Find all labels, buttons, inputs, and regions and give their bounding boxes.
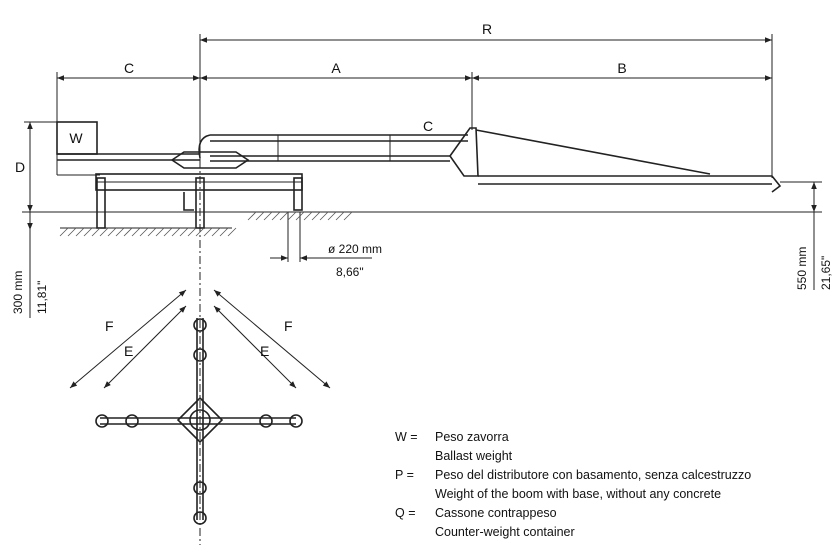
outrigger-pad [125,414,139,428]
hatch-stroke [255,211,265,221]
outrigger-pad [289,414,303,428]
legend-it-w: Peso zavorra [435,430,509,444]
hatch-left [59,227,237,237]
plan-view [69,289,331,520]
hatch-right [247,211,353,221]
boom-c-label: C [423,118,433,134]
hatch-stroke [59,227,69,237]
diameter-in: 8,66" [336,265,364,279]
plan-f-left: F [105,318,114,334]
dim-d-label: D [15,159,25,175]
hatch-stroke [247,211,257,221]
dim-a-label: A [331,60,341,76]
hatch-stroke [311,211,321,221]
outrigger-pad [193,511,207,525]
right-height-mm: 550 mm [795,247,809,290]
hatch-stroke [83,227,93,237]
plan-f-right: F [284,318,293,334]
hatch-stroke [295,211,305,221]
hatch-stroke [211,227,221,237]
outrigger-pad [95,414,109,428]
hatch-stroke [107,227,117,237]
legend-key-p: P = [395,468,414,482]
hatch-stroke [227,227,237,237]
hatch-stroke [343,211,353,221]
left-height-in: 11,81" [35,281,49,314]
hatch-stroke [203,227,213,237]
hatch-stroke [327,211,337,221]
hatch-stroke [319,211,329,221]
hatch-stroke [271,211,281,221]
plan-e-left: E [124,343,133,359]
hatch-stroke [187,227,197,237]
outrigger-pad [259,414,273,428]
hatch-stroke [179,227,189,237]
hatch-stroke [279,211,289,221]
hatch-stroke [131,227,141,237]
diameter-mm: ø 220 mm [328,242,382,256]
hatch-stroke [263,211,273,221]
legend-en-p: Weight of the boom with base, without an… [435,487,721,501]
plan-e-right: E [260,343,269,359]
dim-c-label: C [124,60,134,76]
legend-it-p: Peso del distributore con basamento, sen… [435,468,751,482]
hatch-stroke [335,211,345,221]
legend-key-w: W = [395,430,418,444]
outrigger-pads [95,318,303,525]
hatch-stroke [99,227,109,237]
hatch-stroke [155,227,165,237]
outrigger-pad [193,318,207,332]
outrigger-pad [193,348,207,362]
hatch-stroke [115,227,125,237]
legend-en-w: Ballast weight [435,449,513,463]
hatch-stroke [75,227,85,237]
legend: W = Peso zavorra Ballast weight P = Peso… [395,430,751,539]
legend-key-q: Q = [395,506,416,520]
hatch-stroke [147,227,157,237]
dimension-lines [22,34,822,545]
hatch-stroke [287,211,297,221]
hatch-stroke [303,211,313,221]
left-height-mm: 300 mm [11,271,25,314]
legend-en-q: Counter-weight container [435,525,575,539]
right-height-in: 21,65" [819,256,833,290]
ballast-w-label: W [69,130,83,146]
dim-r-label: R [482,21,492,37]
ground-hatching [60,211,350,229]
hatch-stroke [67,227,77,237]
outrigger-pad [193,481,207,495]
hatch-stroke [163,227,173,237]
hatch-stroke [91,227,101,237]
hatch-stroke [123,227,133,237]
hatch-stroke [171,227,181,237]
dim-b-label: B [617,60,626,76]
hatch-stroke [139,227,149,237]
hatch-stroke [195,227,205,237]
hatch-stroke [219,227,229,237]
legend-it-q: Cassone contrappeso [435,506,557,520]
